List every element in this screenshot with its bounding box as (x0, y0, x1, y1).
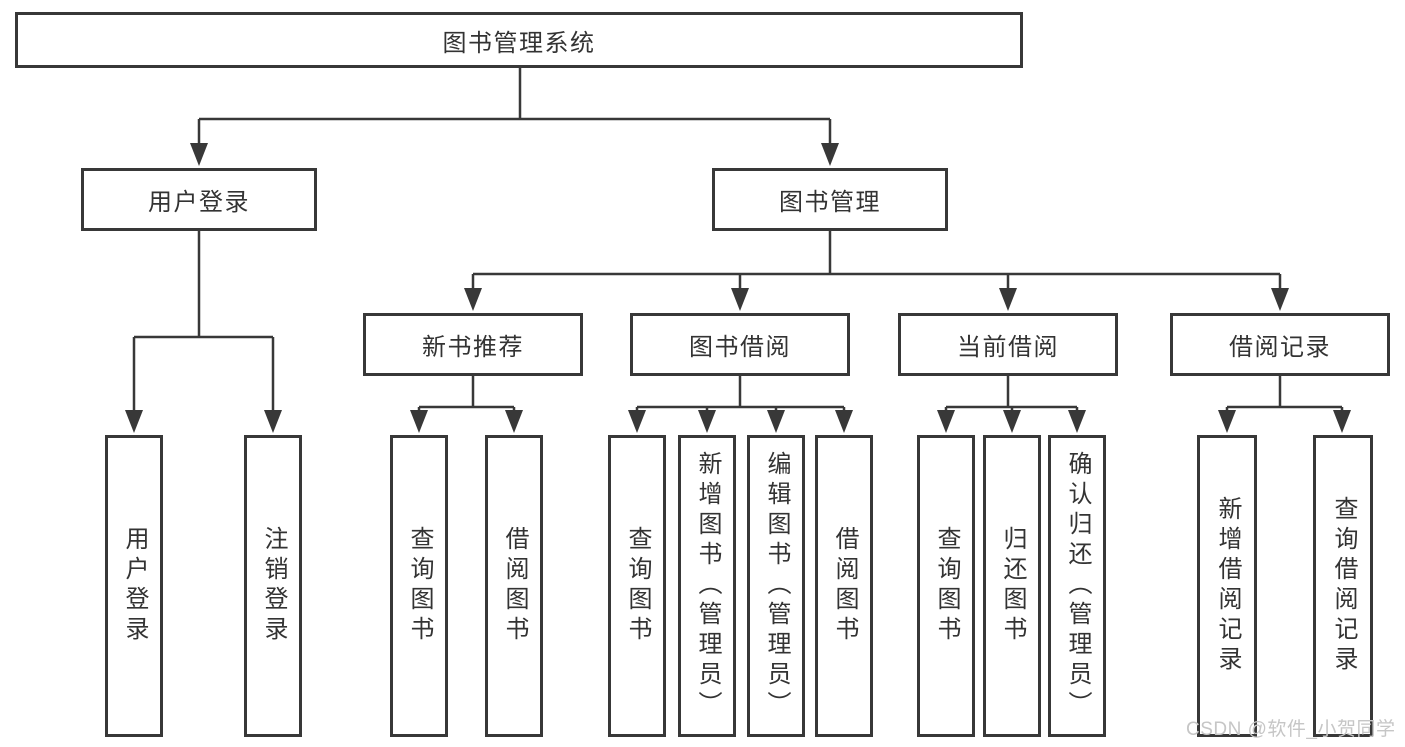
node-user-login-label: 用户登录 (148, 189, 250, 216)
leaf-logout-label: 注销登录 (260, 526, 287, 646)
node-new-book-recommendation: 新书推荐 (363, 313, 583, 376)
leaf-add-borrow-record: 新增借阅记录 (1197, 435, 1257, 737)
leaf-query-books-current: 查询图书 (917, 435, 975, 737)
leaf-borrow-books-recommend-label: 借阅图书 (501, 526, 528, 646)
node-borrowing-records-label: 借阅记录 (1229, 334, 1331, 361)
leaf-query-books-recommend-label: 查询图书 (406, 526, 433, 646)
arrowhead (125, 410, 143, 433)
leaf-query-borrow-record-label: 查询借阅记录 (1330, 496, 1357, 676)
leaf-add-book-admin: 新增图书（管理员） (678, 435, 736, 737)
leaf-return-books-label: 归还图书 (999, 526, 1026, 646)
arrowhead (1333, 410, 1351, 433)
node-user-login: 用户登录 (81, 168, 317, 231)
arrowheads (125, 143, 1351, 433)
arrowhead (731, 288, 749, 311)
arrowhead (1218, 410, 1236, 433)
node-current-borrowing: 当前借阅 (898, 313, 1118, 376)
node-current-borrowing-label: 当前借阅 (957, 334, 1059, 361)
leaf-query-books-recommend: 查询图书 (390, 435, 448, 737)
connector-root-to-level2 (197, 68, 832, 145)
arrowhead (1068, 410, 1086, 433)
arrowhead (999, 288, 1017, 311)
leaf-query-books-current-label: 查询图书 (933, 526, 960, 646)
arrowhead (464, 288, 482, 311)
node-book-management: 图书管理 (712, 168, 948, 231)
node-new-book-recommendation-label: 新书推荐 (422, 334, 524, 361)
arrowhead (937, 410, 955, 433)
arrowhead (505, 410, 523, 433)
arrowhead (628, 410, 646, 433)
node-book-borrowing-label: 图书借阅 (689, 334, 791, 361)
arrowhead (264, 410, 282, 433)
node-borrowing-records: 借阅记录 (1170, 313, 1390, 376)
leaf-logout: 注销登录 (244, 435, 302, 737)
arrowhead (835, 410, 853, 433)
arrowhead (190, 143, 208, 166)
connector-user-login-to-leaves (132, 231, 275, 412)
arrowhead (1003, 410, 1021, 433)
arrowhead (410, 410, 428, 433)
leaf-add-borrow-record-label: 新增借阅记录 (1214, 496, 1241, 676)
node-root-label: 图书管理系统 (442, 29, 596, 57)
connector-borrowing-records-to-leaves (1225, 376, 1344, 411)
node-book-management-label: 图书管理 (779, 189, 881, 216)
connector-book-borrowing-to-leaves (635, 376, 846, 411)
leaf-edit-book-admin: 编辑图书（管理员） (747, 435, 805, 737)
arrowhead (821, 143, 839, 166)
csdn-watermark: CSDN @软件_小贺同学 (1186, 719, 1396, 740)
leaf-confirm-return-admin-label: 确认归还（管理员） (1064, 451, 1091, 721)
leaf-edit-book-admin-label: 编辑图书（管理员） (763, 451, 790, 721)
connector-lines (132, 68, 1344, 412)
leaf-query-borrow-record: 查询借阅记录 (1313, 435, 1373, 737)
connector-book-management-to-level3 (471, 231, 1282, 290)
connector-new-book-to-leaves (417, 376, 516, 411)
arrowhead (698, 410, 716, 433)
arrowhead (767, 410, 785, 433)
leaf-borrow-books-recommend: 借阅图书 (485, 435, 543, 737)
leaf-add-book-admin-label: 新增图书（管理员） (694, 451, 721, 721)
node-book-borrowing: 图书借阅 (630, 313, 850, 376)
leaf-borrow-books-borrow-label: 借阅图书 (831, 526, 858, 646)
leaf-query-books-borrow-label: 查询图书 (624, 526, 651, 646)
leaf-user-login: 用户登录 (105, 435, 163, 737)
leaf-query-books-borrow: 查询图书 (608, 435, 666, 737)
arrowhead (1271, 288, 1289, 311)
leaf-return-books: 归还图书 (983, 435, 1041, 737)
connector-current-borrowing-to-leaves (944, 376, 1079, 411)
leaf-confirm-return-admin: 确认归还（管理员） (1048, 435, 1106, 737)
leaf-borrow-books-borrow: 借阅图书 (815, 435, 873, 737)
node-root: 图书管理系统 (15, 12, 1023, 68)
leaf-user-login-label: 用户登录 (121, 526, 148, 646)
